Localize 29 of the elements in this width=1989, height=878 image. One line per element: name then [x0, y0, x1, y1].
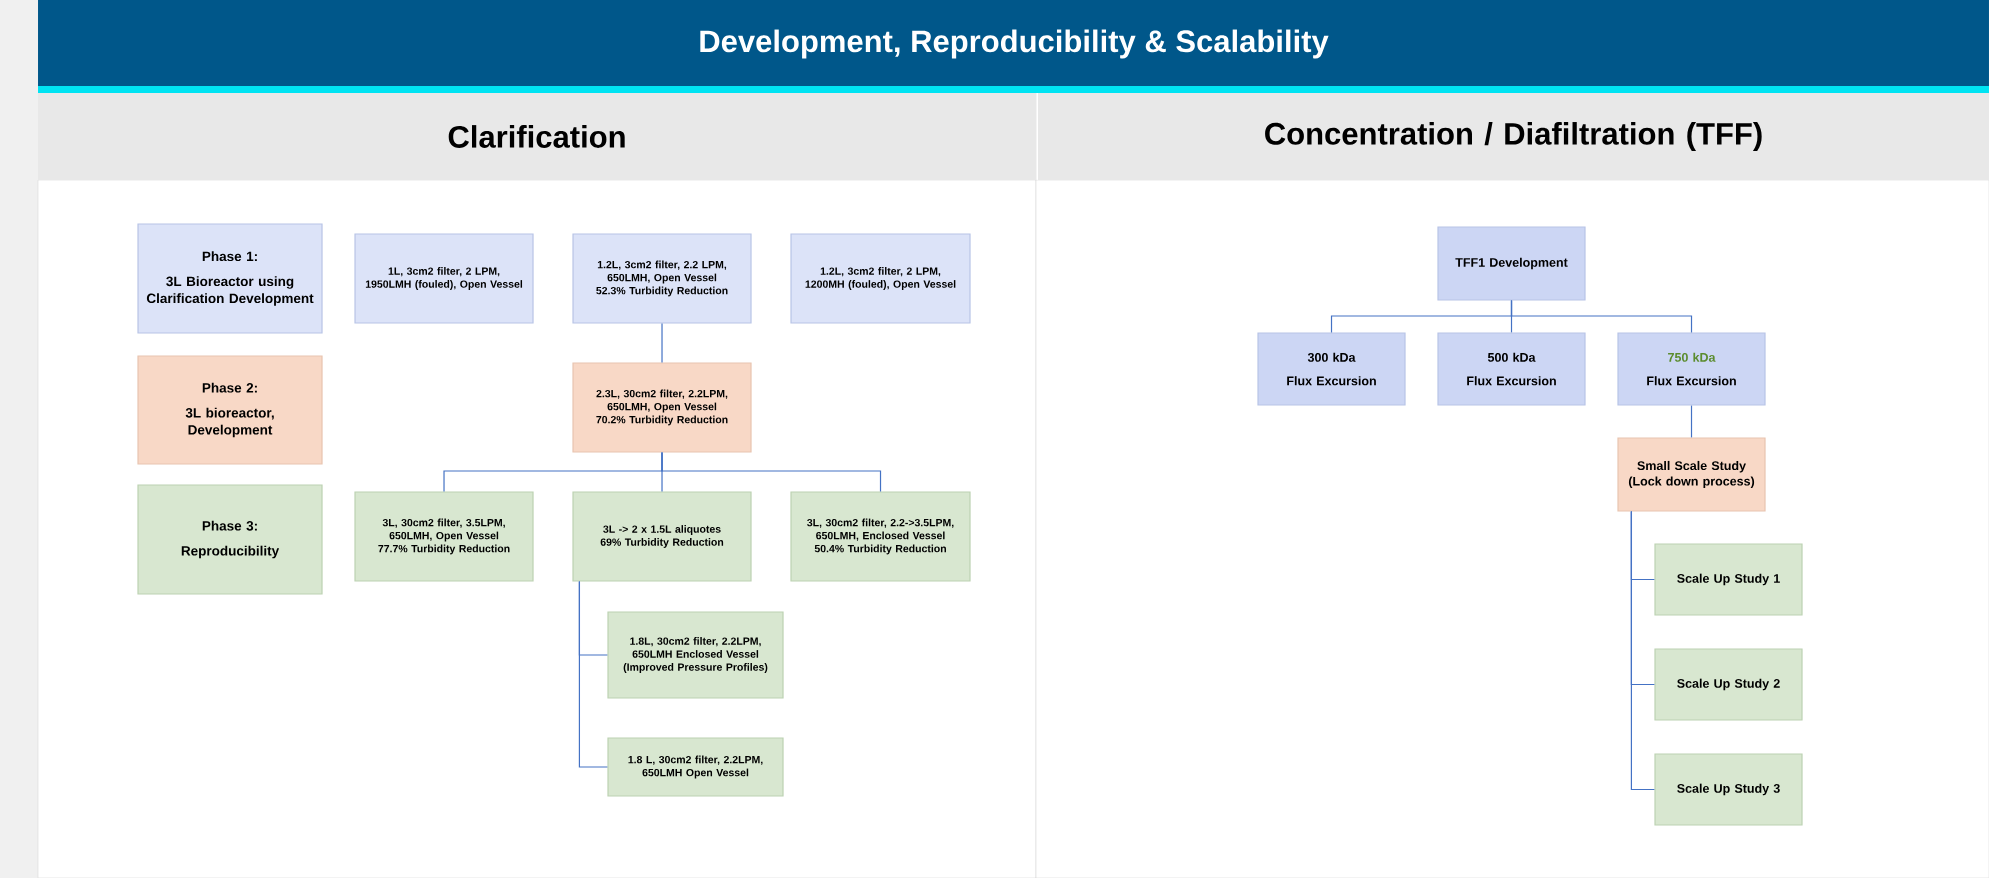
connector — [578, 581, 608, 768]
connector — [1510, 300, 1693, 333]
process-box: Scale Up Study 3 — [1654, 753, 1803, 826]
phase-box: Phase 3: Reproducibility — [137, 484, 323, 595]
process-box: 1.8 L, 30cm2 filter, 2.2LPM, 650LMH Open Vessel — [607, 737, 784, 797]
process-box: Small Scale Study (Lock down process) — [1617, 437, 1766, 512]
column-heading: Clarification — [38, 93, 1036, 180]
connector — [661, 323, 663, 363]
process-box: 2.3L, 30cm2 filter, 2.2LPM, 650LMH, Open Vessel 70.2% Turbidity Reduction — [572, 362, 752, 453]
process-box: Scale Up Study 2 — [1654, 648, 1803, 721]
column-heading: Concentration / Diafiltration (TFF) — [1038, 93, 1989, 180]
process-box: TFF1 Development — [1437, 226, 1586, 301]
process-box: 300 kDa Flux Excursion — [1257, 332, 1406, 406]
process-box: 3L, 30cm2 filter, 2.2->3.5LPM, 650LMH, Enclosed Vessel 50.4% Turbidity Reduction — [790, 491, 971, 582]
connector — [661, 452, 882, 492]
connector — [1690, 405, 1693, 438]
process-box: 3L, 30cm2 filter, 3.5LPM, 650LMH, Open Vessel 77.7% Turbidity Reduction — [354, 491, 534, 582]
process-box: 1L, 3cm2 filter, 2 LPM, 1950LMH (fouled), Open Vessel — [354, 233, 534, 324]
process-box: 3L -> 2 x 1.5L aliquotes 69% Turbidity Reduction — [572, 491, 752, 582]
title-bar: Development, Reproducibility & Scalability — [38, 0, 1989, 86]
process-box: 1.8L, 30cm2 filter, 2.2LPM, 650LMH Enclosed Vessel (Improved Pressure Profiles) — [607, 611, 784, 699]
process-box: 1.2L, 3cm2 filter, 2 LPM, 1200MH (fouled), Open Vessel — [790, 233, 971, 324]
process-box: 750 kDa Flux Excursion — [1617, 332, 1766, 406]
phase-box: Phase 1: 3L Bioreactor using Clarification Development — [137, 223, 323, 334]
connector — [1630, 511, 1655, 791]
process-box: 1.2L, 3cm2 filter, 2.2 LPM, 650LMH, Open Vessel 52.3% Turbidity Reduction — [572, 233, 752, 324]
process-box: 500 kDa Flux Excursion — [1437, 332, 1586, 406]
phase-box: Phase 2: 3L bioreactor, Development — [137, 355, 323, 465]
process-box: Scale Up Study 1 — [1654, 543, 1803, 616]
